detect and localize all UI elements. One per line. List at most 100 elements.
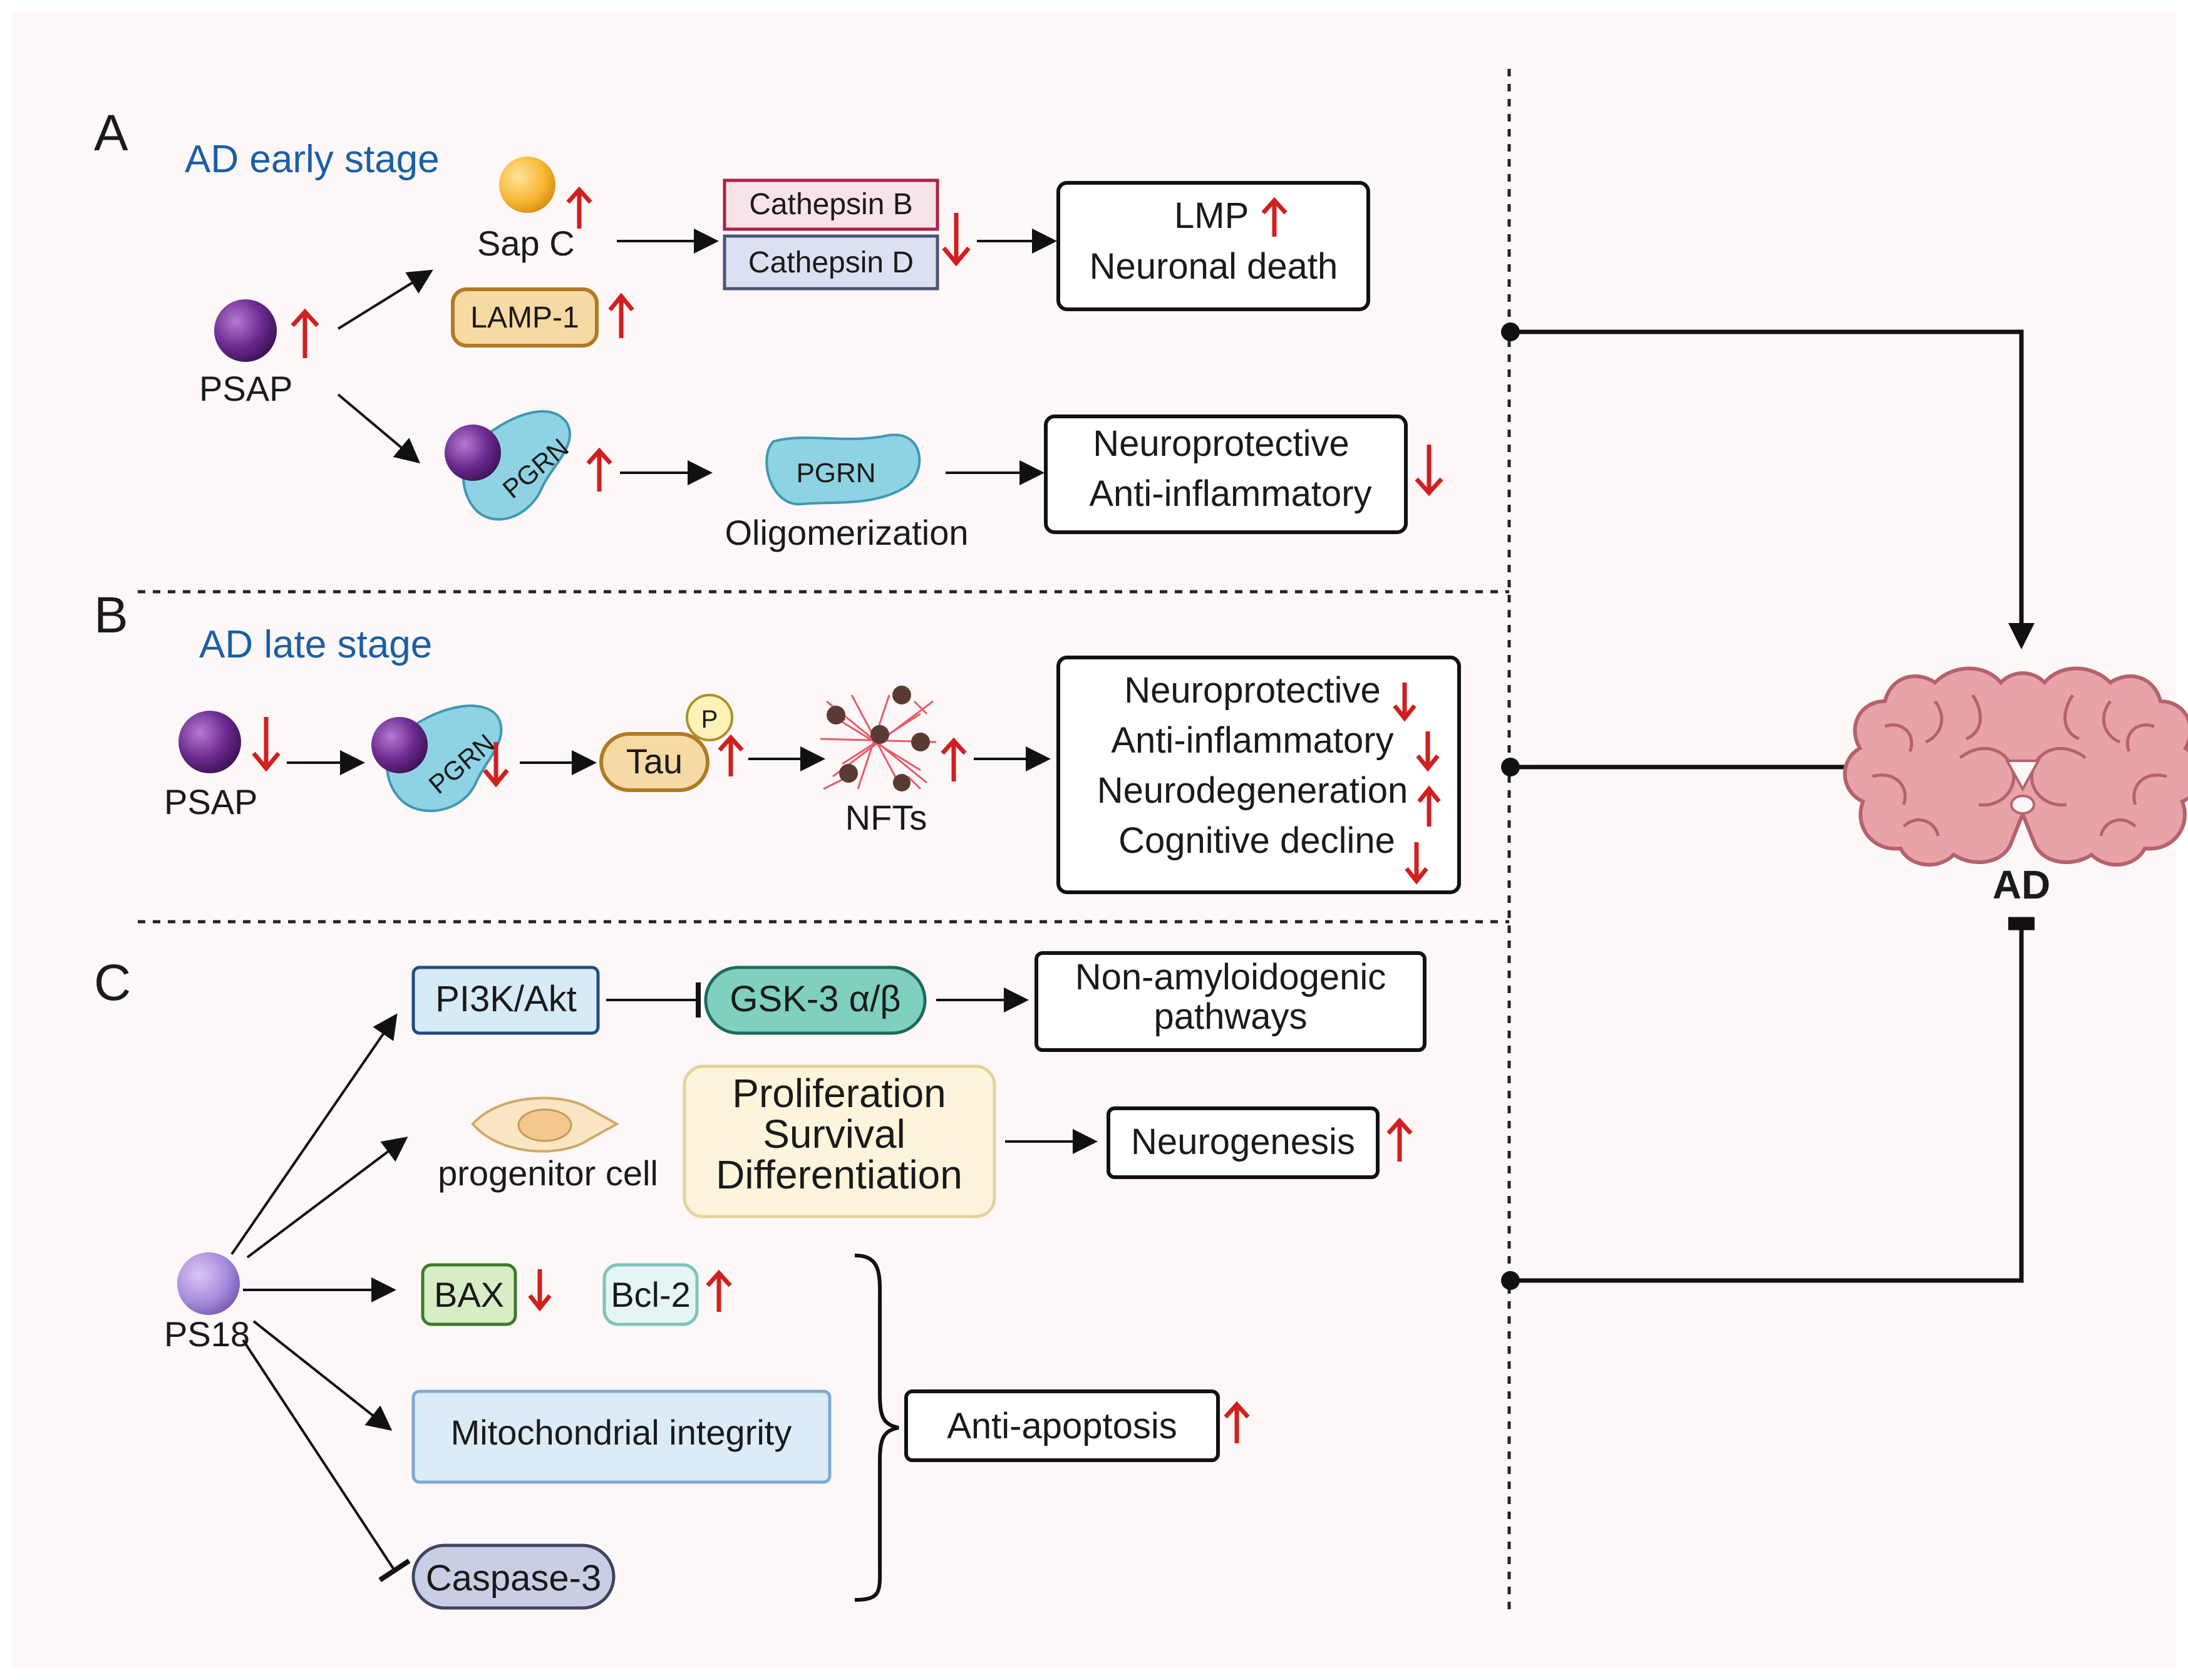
tau-box [599,732,710,792]
anti-inflammatory-label-b: Anti-inflammatory [1111,720,1393,761]
progenitor-nucleus-icon [517,1108,572,1142]
survival-label: Survival [763,1111,906,1157]
anti-apoptosis-box [904,1389,1220,1462]
nfts-cluster-icon [820,686,937,791]
arrow-ps18-to-mito [252,1320,393,1431]
anti-apoptosis-brace [854,1254,899,1602]
psap-late-bound-ball-icon [371,717,428,773]
anti-inflammatory-b-down-arrow-icon [1416,731,1440,772]
neuroprotective-box-a [1044,415,1408,534]
brain-icon [1843,666,2188,867]
anti-apoptosis-up-arrow-icon [1224,1401,1250,1443]
ad-connectors [1501,322,2035,1290]
sap-c-ball-icon [499,157,555,213]
psap-up-arrow-icon [291,308,319,358]
inhibit-ps18-to-caspase [242,1339,411,1582]
bcl2-label: Bcl-2 [611,1275,691,1314]
ps18-ball-icon [177,1252,240,1315]
progenitor-label: progenitor cell [438,1153,658,1193]
outcomes-box-b [1056,656,1461,894]
non-amyloid-box [1035,951,1427,1052]
arrow-psap-to-sapc [337,269,433,330]
cathepsin-down-arrow-icon [942,213,971,267]
anti-apoptosis-label: Anti-apoptosis [947,1406,1177,1446]
phospho-label: P [701,706,718,733]
panel-c-letter: C [94,954,131,1011]
neurogenesis-up-arrow-icon [1386,1117,1413,1162]
ps18-label: PS18 [164,1314,250,1354]
panel-b-stage-title: AD late stage [199,623,432,666]
psap-bound-ball-icon [445,425,501,481]
ad-label: AD [1993,862,2050,907]
arrow-psap-to-pgrn [337,393,421,464]
gsk3-box [704,966,927,1035]
panel-b: B AD late stage PSAP PGRN Tau P NFTs [94,587,1461,894]
lmp-up-arrow-icon [1261,197,1288,237]
lamp1-up-arrow-icon [608,292,634,338]
oligomerization-label: Oligomerization [725,513,968,552]
cathepsin-d-label: Cathepsin D [748,246,914,279]
cognitive-decline-down-arrow-icon [1405,842,1428,885]
arrow-ps18-to-pi3k [230,1013,398,1255]
pi3k-label: PI3K/Akt [435,979,577,1019]
tau-label: Tau [626,741,683,781]
lamp1-box [451,287,599,348]
arrow-ps18-to-progenitor [246,1136,408,1259]
pgrn-late-down-arrow-icon [483,742,509,788]
caspase-label: Caspase-3 [426,1558,601,1599]
bax-box [421,1263,517,1326]
bcl2-box [602,1263,699,1326]
anti-inflammatory-label-a: Anti-inflammatory [1089,473,1371,514]
mito-box [411,1389,832,1484]
cathepsin-d-box [723,234,939,291]
nfts-up-arrow-icon [941,737,967,781]
neurogenesis-box [1107,1106,1380,1179]
panel-b-letter: B [94,587,128,644]
cognitive-decline-label: Cognitive decline [1118,820,1395,861]
mito-label: Mitochondrial integrity [451,1413,792,1452]
gsk3-label: GSK-3 α/β [730,979,900,1019]
lamp1-label: LAMP-1 [470,301,579,334]
pgrn-oligomer-label: PGRN [796,458,875,488]
psap-late-ball-icon [178,711,241,773]
caspase-box [411,1543,616,1610]
neuronal-death-label: Neuronal death [1090,246,1338,287]
neurodegeneration-label: Neurodegeneration [1097,770,1408,811]
panel-a-stage-title: AD early stage [185,138,440,181]
panel-a: A AD early stage PSAP Sap C LAMP-1 Cathe… [94,105,1443,552]
neuroprotective-label-a: Neuroprotective [1093,423,1349,464]
psap-label: PSAP [199,369,292,408]
pgrn-complex-up-arrow-icon [586,447,612,492]
panel-a-letter: A [94,105,128,162]
tau-up-arrow-icon [718,734,744,776]
panel-c: C PS18 PI3K/Akt GSK-3 α/β Non-amyloidoge… [94,951,1427,1610]
non-amyloid-label-1: Non-amyloidogenic [1075,957,1386,997]
neurodegeneration-up-arrow-icon [1417,785,1441,827]
sapc-up-arrow-icon [566,186,592,229]
proliferation-box [683,1064,996,1219]
neuroprotective-label-b: Neuroprotective [1124,670,1380,711]
differentiation-label: Differentiation [716,1152,962,1197]
cathepsin-b-box [723,178,939,231]
neuroprotective-b-down-arrow-icon [1393,683,1417,722]
pgrn-oligomer-shape [765,433,921,506]
bcl2-up-arrow-icon [706,1269,732,1312]
bax-down-arrow-icon [528,1269,552,1312]
nfts-label: NFTs [845,798,927,837]
psap-ball-icon [214,299,277,362]
bax-label: BAX [434,1275,504,1314]
neuroprotective-down-arrow-icon [1415,445,1443,497]
lmp-box [1056,181,1370,311]
connector-c-inhibits-ad [1510,917,2035,1283]
phospho-icon [686,694,733,741]
neurogenesis-label: Neurogenesis [1131,1121,1355,1162]
lmp-label: LMP [1174,195,1249,236]
pi3k-box [411,966,600,1035]
proliferation-label: Proliferation [732,1071,946,1116]
psap-late-label: PSAP [164,782,257,822]
non-amyloid-label-2: pathways [1153,996,1307,1037]
connector-a-to-ad [1510,329,2035,649]
psap-late-down-arrow-icon [252,717,281,772]
cathepsin-b-label: Cathepsin B [749,188,913,221]
